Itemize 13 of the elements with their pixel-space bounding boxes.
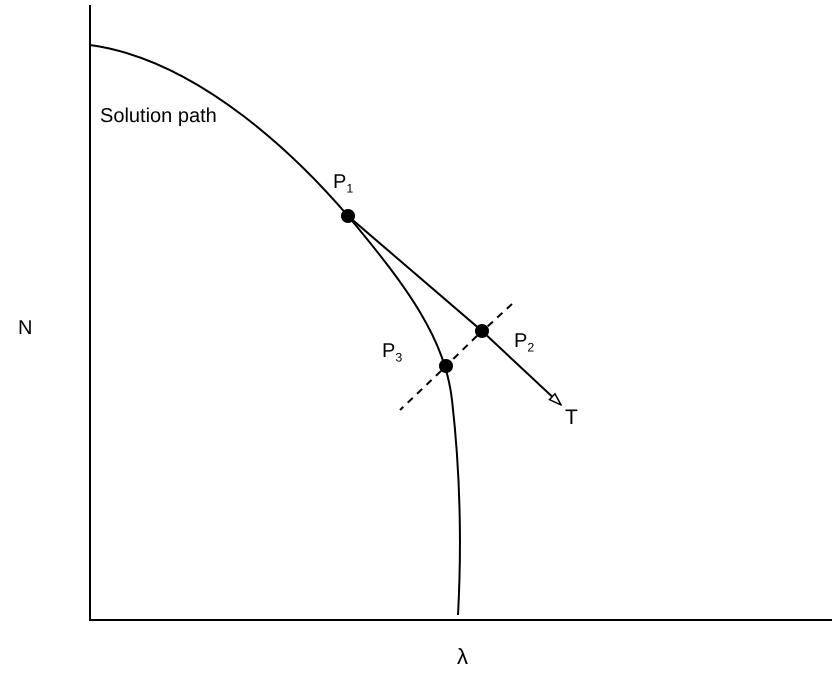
point-label: P$_{3}$ — [382, 341, 402, 364]
point-label: P$_{1}$ — [333, 172, 354, 195]
dashed-line — [450, 335, 478, 362]
axis-label: N — [18, 318, 32, 338]
point-dot — [341, 209, 355, 223]
axis-label: λ — [457, 646, 468, 668]
point-dot — [439, 359, 453, 373]
tangent-label: T — [561, 403, 589, 433]
curve-label: Solution path — [100, 106, 217, 126]
arrow — [486, 335, 562, 406]
point-dot — [475, 324, 489, 338]
line — [352, 220, 478, 328]
point-label: P$_{2}$ — [514, 331, 534, 354]
